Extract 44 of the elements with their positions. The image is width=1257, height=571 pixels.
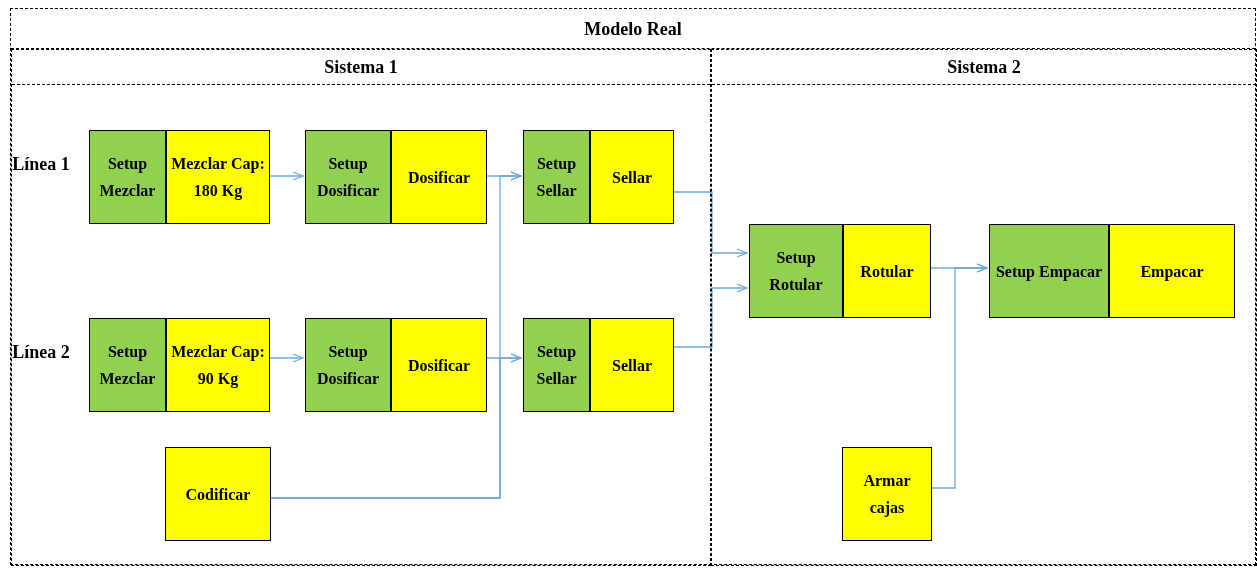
step-label: Mezclar Cap: 180 Kg: [171, 154, 265, 202]
process-box: [305, 318, 391, 412]
band-title: Sistema 2: [947, 56, 1021, 79]
process-box: [590, 130, 674, 224]
process-box: [89, 318, 166, 412]
band-title: Modelo Real: [584, 17, 682, 41]
process-box: [843, 224, 931, 318]
process-box: [166, 318, 270, 412]
step-label: Mezclar Cap: 90 Kg: [171, 342, 265, 390]
step-label: Setup Mezclar: [98, 342, 157, 389]
step-label: Empacar: [1140, 261, 1204, 283]
process-box: [165, 447, 271, 541]
step-label: Setup Empacar: [995, 261, 1103, 283]
step-label: Setup Sellar: [535, 154, 578, 201]
step-label: Setup Sellar: [535, 342, 578, 389]
process-box: [842, 447, 932, 541]
band-title: Sistema 1: [324, 56, 398, 79]
process-box: [590, 318, 674, 412]
process-box: [1109, 224, 1235, 318]
step-label: Setup Mezclar: [98, 154, 157, 201]
step-label: Setup Dosificar: [315, 154, 381, 201]
step-label: Dosificar: [407, 167, 471, 188]
step-label: Sellar: [612, 355, 652, 376]
system-band: [10, 8, 1256, 565]
process-box: [89, 130, 166, 224]
system-band: [11, 49, 711, 566]
process-box: [305, 130, 391, 224]
step-label: Codificar: [185, 484, 251, 505]
step-label: Setup Rotular: [768, 248, 824, 295]
step-label: Dosificar: [407, 355, 471, 376]
process-box: [523, 318, 590, 412]
step-label: Sellar: [612, 167, 652, 188]
line-label: Línea 2: [12, 341, 70, 364]
process-box: [523, 130, 590, 224]
step-label: Rotular: [860, 261, 914, 282]
process-box: [391, 130, 487, 224]
process-box: [166, 130, 270, 224]
step-label: Setup Dosificar: [315, 342, 381, 389]
process-box: [989, 224, 1109, 318]
system-band: [711, 49, 1257, 566]
process-box: [391, 318, 487, 412]
process-box: [749, 224, 843, 318]
line-label: Línea 1: [12, 153, 70, 176]
step-label: Armar cajas: [862, 471, 912, 519]
